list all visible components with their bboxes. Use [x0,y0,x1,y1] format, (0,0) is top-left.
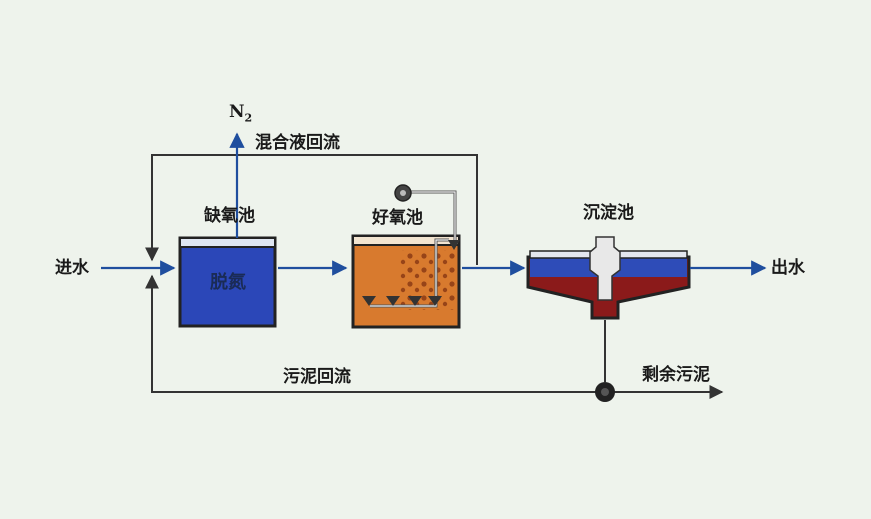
blower-hub [400,190,406,196]
clarifier-label: 沉淀池 [583,203,634,223]
diffuser-3 [408,296,422,306]
anoxic-tank-surface [179,237,276,248]
n2-subscript: 2 [244,111,253,125]
aeration-bubbles [400,250,456,310]
sludge-pump-hub [601,388,609,396]
anoxic-inside-label: 脱氮 [210,272,246,293]
diffuser-2 [386,296,400,306]
mixed-liquor-return-line [145,154,478,265]
inflow-label: 进水 [55,258,89,278]
outflow-label: 出水 [771,258,805,278]
n2-label: N2 [229,102,253,125]
diffuser-1 [362,296,376,306]
anoxic-tank [178,236,277,328]
anoxic-tank-label: 缺氧池 [204,206,255,226]
sludge-return-label: 污泥回流 [283,367,351,387]
aerobic-tank-label: 好氧池 [372,208,423,228]
n2-main: N [229,102,245,122]
diffuser-4 [428,296,442,306]
mixed-liquor-return-label: 混合液回流 [255,133,340,153]
sludge-return-line [145,274,605,393]
air-valve-icon [448,240,460,250]
air-pipe-inner [370,191,456,307]
excess-sludge-label: 剩余污泥 [642,365,710,385]
center-feed-well [589,236,621,301]
